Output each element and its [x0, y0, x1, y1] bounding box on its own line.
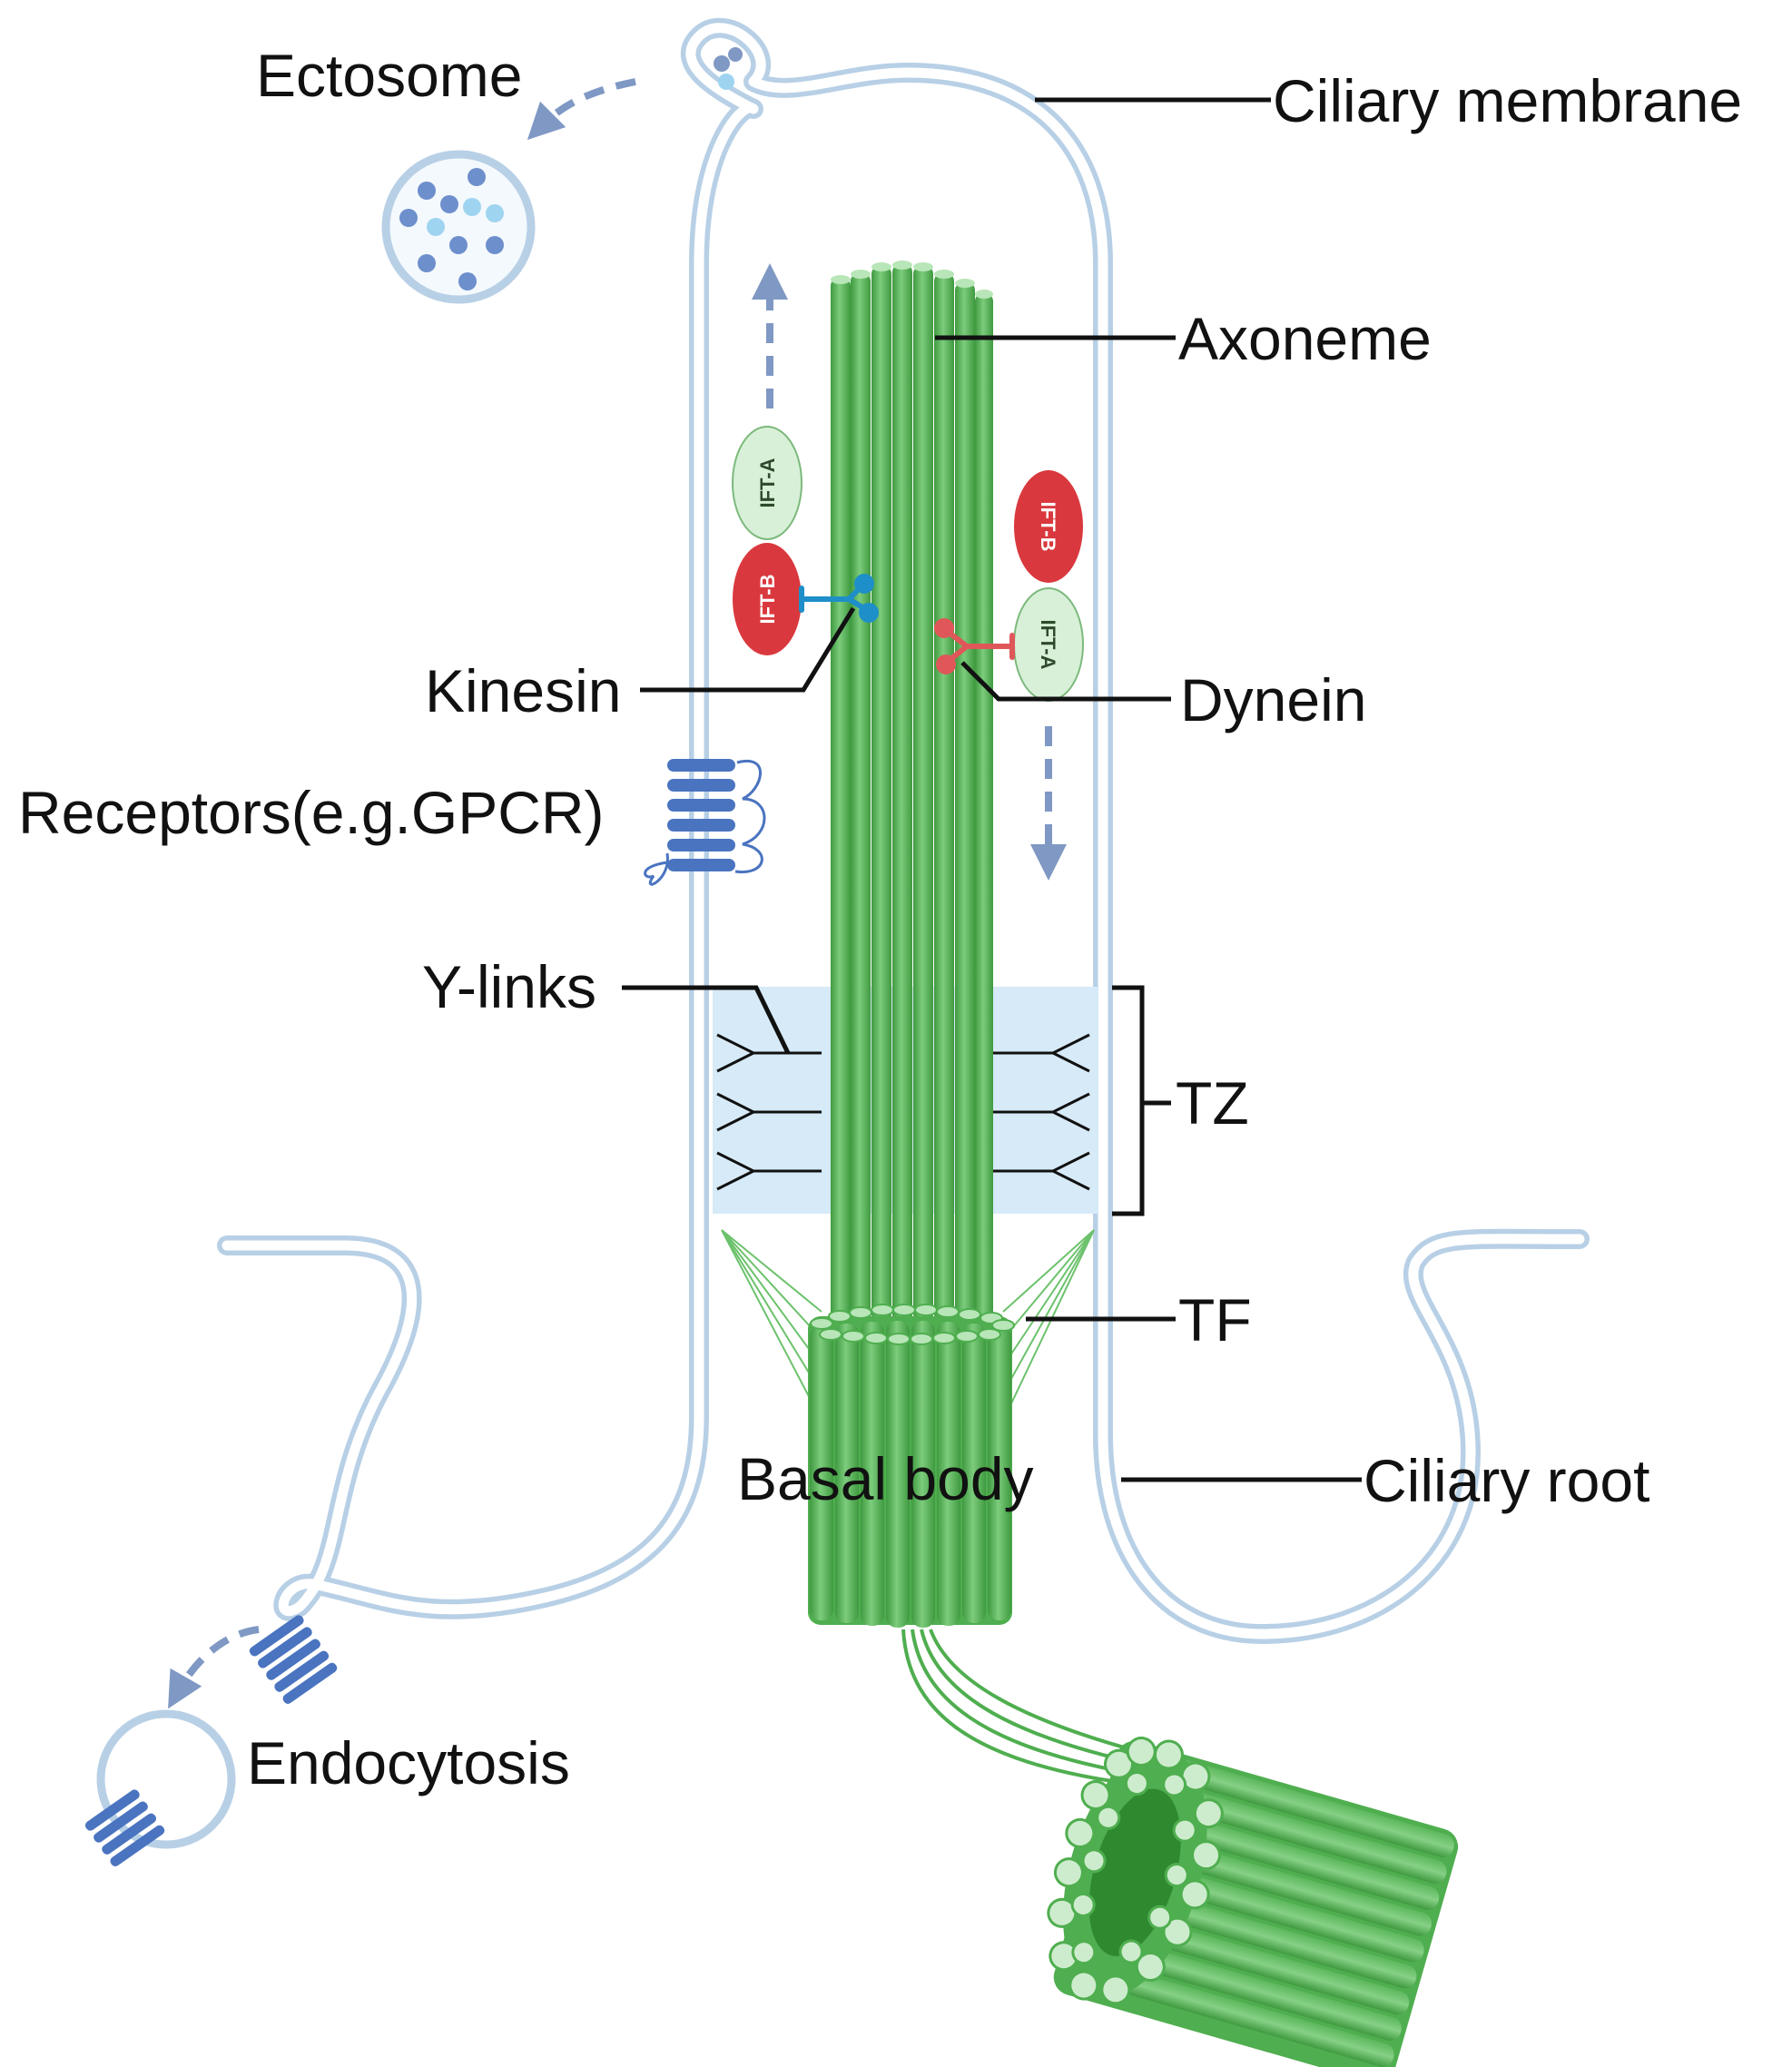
ift-b-left: IFT-B: [733, 543, 802, 655]
leader-y-links: [622, 985, 791, 1055]
dynein-motor-icon: [934, 618, 1015, 674]
svg-text:IFT-A: IFT-A: [756, 458, 779, 507]
ift-b-right: IFT-B: [1014, 470, 1083, 583]
label-basal-body: Basal body: [737, 1445, 1034, 1512]
daughter-centriole: [1047, 1737, 1459, 2067]
leader-kinesin: [640, 606, 856, 693]
label-ciliary-membrane: Ciliary membrane: [1273, 67, 1742, 134]
y-links: [716, 1033, 1090, 1191]
label-ectosome: Ectosome: [256, 42, 522, 109]
kinesin-motor-icon: [799, 574, 879, 623]
ift-a-right: IFT-A: [1013, 587, 1084, 702]
ift-a-left: IFT-A: [732, 426, 802, 540]
leader-tz-bracket: [1112, 985, 1171, 1216]
gpcr-icon-pit: [249, 1615, 338, 1704]
endocytosis-arrow: [168, 1626, 260, 1709]
leader-dynein: [960, 661, 1171, 702]
endocytic-vesicle: [84, 1709, 236, 1866]
axoneme: [831, 261, 993, 1324]
label-ciliary-root: Ciliary root: [1364, 1447, 1649, 1514]
ectosome-arrow: [527, 78, 636, 141]
label-tz: TZ: [1176, 1069, 1249, 1137]
svg-text:IFT-B: IFT-B: [756, 575, 779, 625]
label-dynein: Dynein: [1180, 666, 1366, 733]
basal-body: [808, 1304, 1015, 1628]
rootlet-strands: [901, 1629, 1158, 1786]
label-kinesin: Kinesin: [425, 657, 621, 724]
ectosome-bud: [714, 47, 743, 90]
label-tf: TF: [1178, 1286, 1252, 1353]
label-endocytosis: Endocytosis: [247, 1729, 570, 1796]
label-axoneme: Axoneme: [1178, 305, 1432, 372]
vesicle-icon: [381, 150, 536, 304]
gpcr-icon: [644, 759, 766, 886]
svg-text:IFT-A: IFT-A: [1037, 620, 1059, 670]
label-y-links: Y-links: [422, 953, 596, 1020]
ciliary-membrane: [217, 17, 1590, 1644]
transition-fibres: [721, 1229, 1095, 1422]
label-receptors: Receptors(e.g.GPCR): [18, 779, 605, 846]
svg-text:IFT-B: IFT-B: [1037, 502, 1059, 552]
